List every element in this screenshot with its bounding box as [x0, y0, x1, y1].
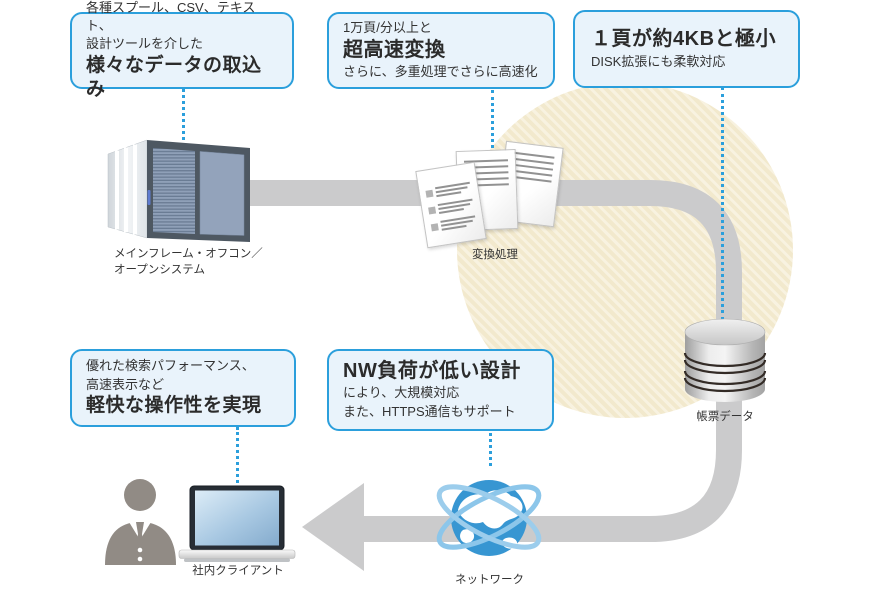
- callout-title: 軽快な操作性を実現: [86, 395, 262, 417]
- callout-data-import: 各種スプール、CSV、テキスト、 設計ツールを介した 様々なデータの取込み: [70, 0, 294, 100]
- callout-title: 様々なデータの取込み: [86, 54, 262, 101]
- connector-database: [721, 87, 724, 320]
- callout-light-operation: 優れた検索パフォーマンス、 高速表示など 軽快な操作性を実現: [70, 349, 296, 427]
- callout-text: 高速表示など: [86, 376, 165, 392]
- server-cabinet-icon: [107, 139, 250, 242]
- callout-text: 1万頁/分以上と: [343, 20, 432, 36]
- callout-high-speed-conversion: 1万頁/分以上と 超高速変換 さらに、多重処理でさらに高速化: [327, 12, 555, 89]
- client-label: 社内クライアント: [192, 565, 284, 577]
- flow-arrowhead-icon: [302, 483, 364, 571]
- callout-text: により、大規模対応: [343, 385, 460, 401]
- callout-title: １頁が約4KBと極小: [591, 27, 777, 50]
- callout-text: 優れた検索パフォーマンス、: [86, 358, 255, 374]
- callout-title: 超高速変換: [343, 38, 446, 61]
- laptop-base: [178, 549, 296, 559]
- callout-title: NW負荷が低い設計: [343, 359, 521, 382]
- mainframe-label: メインフレーム・オフコン／ オープンシステム: [114, 246, 263, 278]
- callout-text: 設計ツールを介した: [86, 36, 204, 52]
- network-label: ネットワーク: [455, 574, 524, 586]
- documents-icon: [415, 138, 575, 249]
- laptop-icon: [178, 485, 296, 562]
- callout-text: 各種スプール、CSV、テキスト、: [86, 0, 256, 33]
- callout-text: DISK拡張にも柔軟対応: [591, 53, 726, 69]
- connector-client: [236, 427, 239, 489]
- person-icon: [105, 479, 176, 565]
- database-cylinder-icon: [683, 318, 767, 402]
- callout-text: さらに、多重処理でさらに高速化: [343, 64, 538, 80]
- mainframe-label-line1: メインフレーム・オフコン／: [114, 248, 263, 260]
- conversion-label: 変換処理: [472, 249, 518, 261]
- globe-icon: [436, 480, 542, 556]
- callout-text: また、HTTPS通信もサポート: [343, 403, 516, 419]
- database-label: 帳票データ: [696, 411, 754, 423]
- laptop-screen: [195, 490, 279, 546]
- connector-import: [182, 89, 185, 140]
- callout-low-network-load: NW負荷が低い設計 により、大規模対応 また、HTTPS通信もサポート: [327, 349, 554, 431]
- callout-small-page-size: １頁が約4KBと極小 DISK拡張にも柔軟対応: [573, 10, 800, 88]
- connector-network: [489, 433, 492, 466]
- mainframe-label-line2: オープンシステム: [114, 264, 205, 277]
- document-page-icon: [415, 161, 487, 249]
- connector-conversion: [491, 90, 494, 185]
